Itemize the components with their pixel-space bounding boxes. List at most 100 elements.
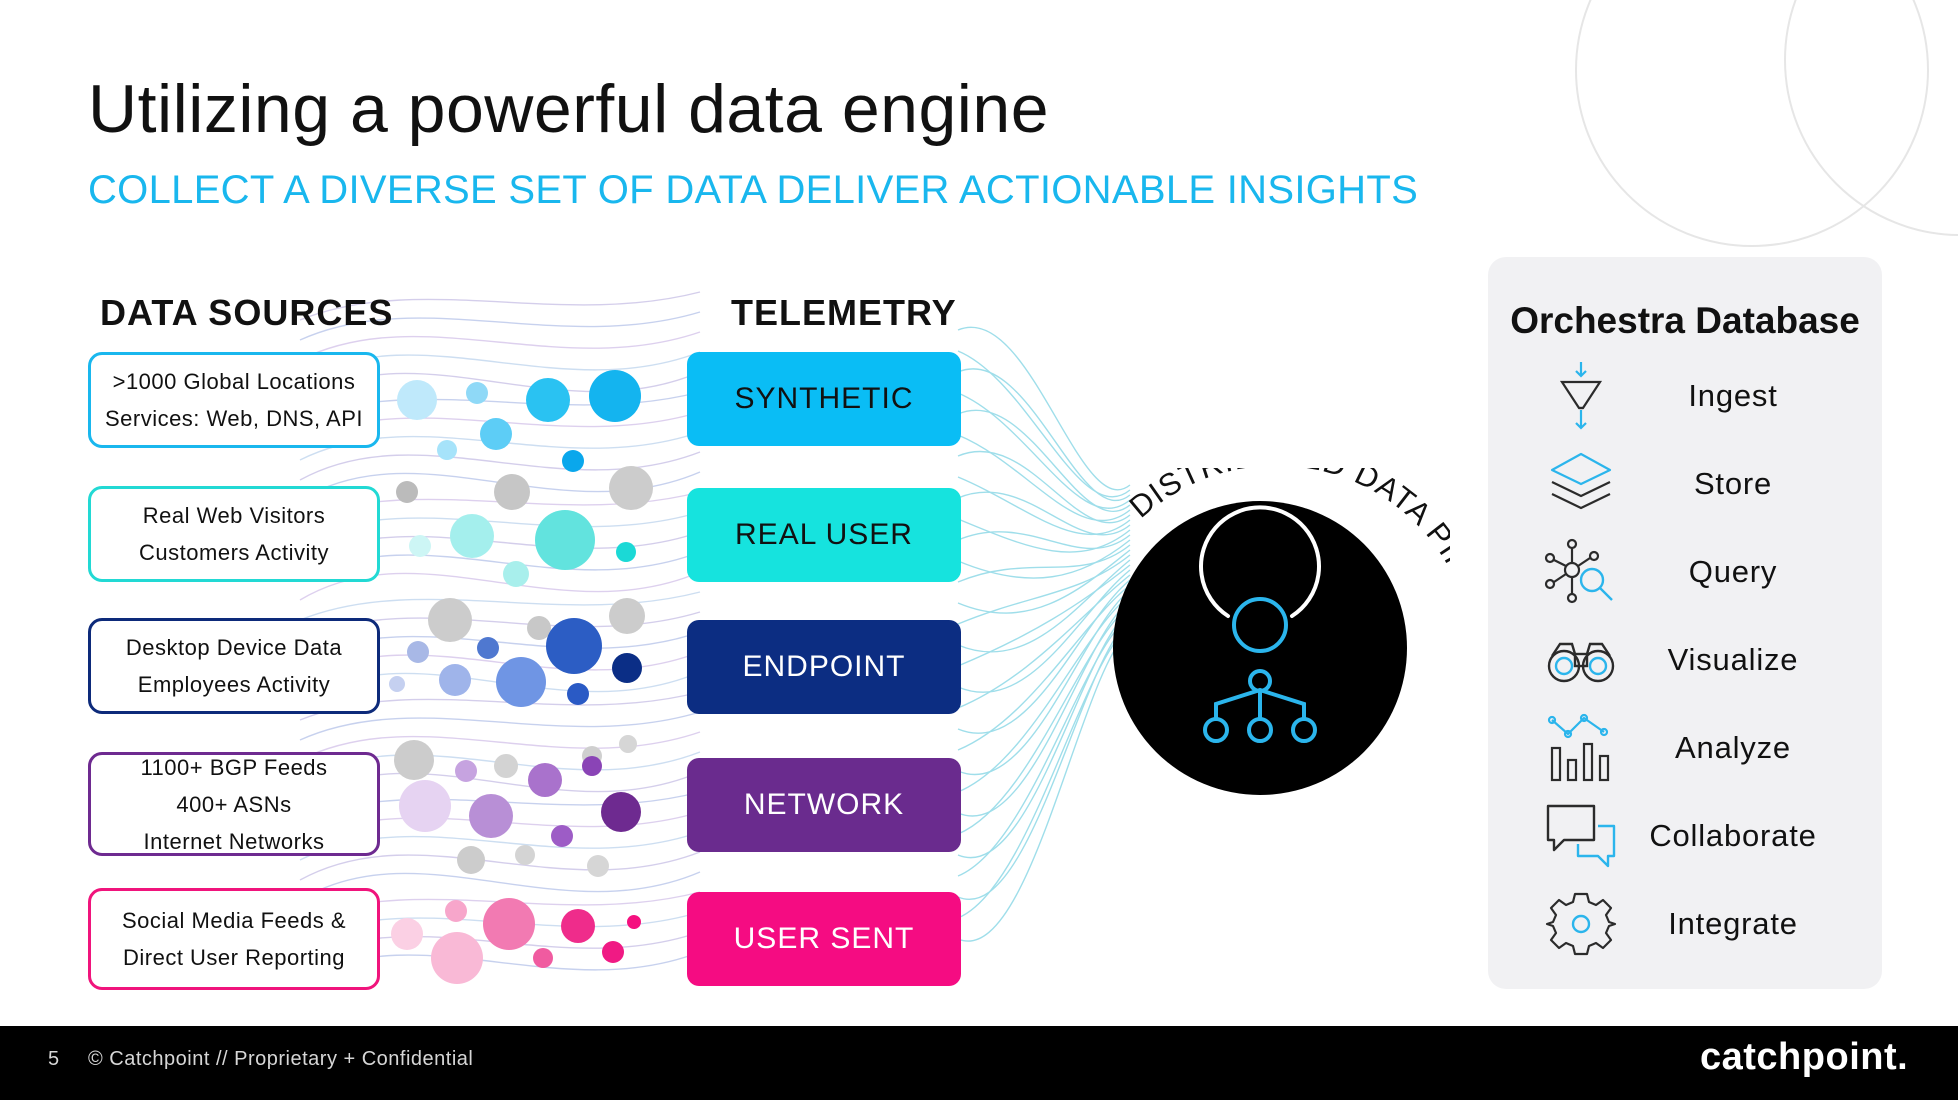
flow-line [957, 409, 1131, 513]
flow-line [957, 544, 1131, 583]
data-particles [389, 370, 653, 984]
data-particle [601, 792, 641, 832]
catchpoint-logo: catchpoint. [1700, 1036, 1909, 1078]
flow-line [957, 450, 1131, 524]
data-particle [399, 780, 451, 832]
decorative-circle [1575, 0, 1929, 247]
copyright-text: © Catchpoint // Proprietary + Confidenti… [88, 1048, 474, 1070]
telemetry-network: NETWORK [687, 758, 961, 852]
data-particle [567, 683, 589, 705]
flow-line [957, 491, 1131, 536]
data-particle [397, 380, 437, 420]
data-source-synthetic: >1000 Global Locations Services: Web, DN… [88, 352, 380, 448]
flow-line [957, 624, 1131, 919]
page-title: Utilizing a powerful data engine [88, 71, 1050, 147]
flow-line [299, 851, 701, 881]
data-particle [562, 450, 584, 472]
orchestra-title: Orchestra Database [1510, 300, 1860, 341]
orchestra-item-label: Store [1693, 466, 1773, 501]
telemetry-endpoint: ENDPOINT [687, 620, 961, 714]
data-particle [609, 466, 653, 510]
data-particle [515, 845, 535, 865]
flow-line [957, 614, 1131, 877]
flow-line [957, 434, 1131, 522]
orchestra-item-label: Analyze [1675, 730, 1791, 765]
flow-line [957, 539, 1131, 579]
funnel-icon [1559, 362, 1603, 430]
data-particle [494, 754, 518, 778]
flow-line [299, 451, 701, 481]
flow-line [957, 326, 1131, 491]
data-particle [528, 763, 562, 797]
pipeline-hub: DISTRIBUTED DATA PIPELINE C&C [1113, 468, 1450, 795]
data-source-endpoint: Desktop Device Data Employees Activity [88, 618, 380, 714]
flow-line [299, 731, 701, 761]
data-particle [561, 909, 595, 943]
telemetry-user-sent: USER SENT [687, 892, 961, 986]
data-particle [469, 794, 513, 838]
data-source-line: Customers Activity [139, 540, 329, 565]
flow-line [957, 619, 1131, 901]
flow-line [957, 559, 1131, 653]
orchestra-item-label: Query [1688, 554, 1778, 589]
data-particle [616, 542, 636, 562]
flow-line [957, 569, 1131, 693]
data-sources-heading: DATA SOURCES [100, 292, 394, 333]
chat-bubbles-icon [1546, 804, 1616, 868]
data-particle [437, 440, 457, 460]
data-particle [396, 481, 418, 503]
data-particle [619, 735, 637, 753]
telemetry-heading: TELEMETRY [731, 292, 957, 333]
layers-icon [1550, 452, 1612, 510]
footer-bar [0, 1026, 1958, 1100]
flow-line [957, 368, 1131, 502]
orchestra-item-label: Integrate [1668, 906, 1798, 941]
flow-line [957, 584, 1131, 751]
decorative-arcs [1575, 0, 1958, 247]
data-particle [551, 825, 573, 847]
orchestra-item-integrate: Integrate [1530, 888, 1860, 960]
data-particle [582, 756, 602, 776]
flow-line [957, 531, 1131, 550]
data-source-real-user: Real Web Visitors Customers Activity [88, 486, 380, 582]
data-particle [483, 898, 535, 950]
flow-line [957, 476, 1131, 536]
data-particle [455, 760, 477, 782]
orchestra-item-store: Store [1530, 448, 1860, 520]
flow-line [957, 589, 1131, 775]
data-source-network: 1100+ BGP Feeds 400+ ASNs Internet Netwo… [88, 752, 380, 856]
binoculars-icon [1547, 642, 1615, 683]
data-source-line: 400+ ASNs [176, 791, 292, 817]
data-particle [480, 418, 512, 450]
telemetry-synthetic: SYNTHETIC [687, 352, 961, 446]
data-particle [589, 370, 641, 422]
data-particle [503, 561, 529, 587]
data-particle [627, 915, 641, 929]
flow-line [299, 711, 701, 741]
orchestra-item-query: Query [1530, 536, 1860, 608]
orchestra-item-visualize: Visualize [1530, 624, 1860, 696]
data-source-line: Services: Web, DNS, API [104, 406, 364, 431]
hub-circle [1113, 501, 1407, 795]
data-particle [494, 474, 530, 510]
decorative-circle [1784, 0, 1958, 236]
network-search-icon [1544, 538, 1613, 604]
flow-line [299, 871, 701, 901]
data-source-user-sent: Social Media Feeds & Direct User Reporti… [88, 888, 380, 990]
flow-line [957, 554, 1131, 625]
orchestra-item-collaborate: Collaborate [1530, 800, 1860, 872]
data-particle [391, 918, 423, 950]
bar-line-chart-icon [1547, 713, 1610, 782]
orchestra-item-analyze: Analyze [1530, 712, 1860, 784]
data-particle [609, 598, 645, 634]
data-source-line: Real Web Visitors [142, 503, 326, 528]
data-particle [389, 676, 405, 692]
gear-icon [1545, 892, 1617, 956]
data-particle [450, 514, 494, 558]
data-particle [409, 535, 431, 557]
flow-line [957, 609, 1131, 859]
data-particle [477, 637, 499, 659]
data-particle [612, 653, 642, 683]
flow-line [957, 579, 1131, 734]
data-particle [587, 855, 609, 877]
